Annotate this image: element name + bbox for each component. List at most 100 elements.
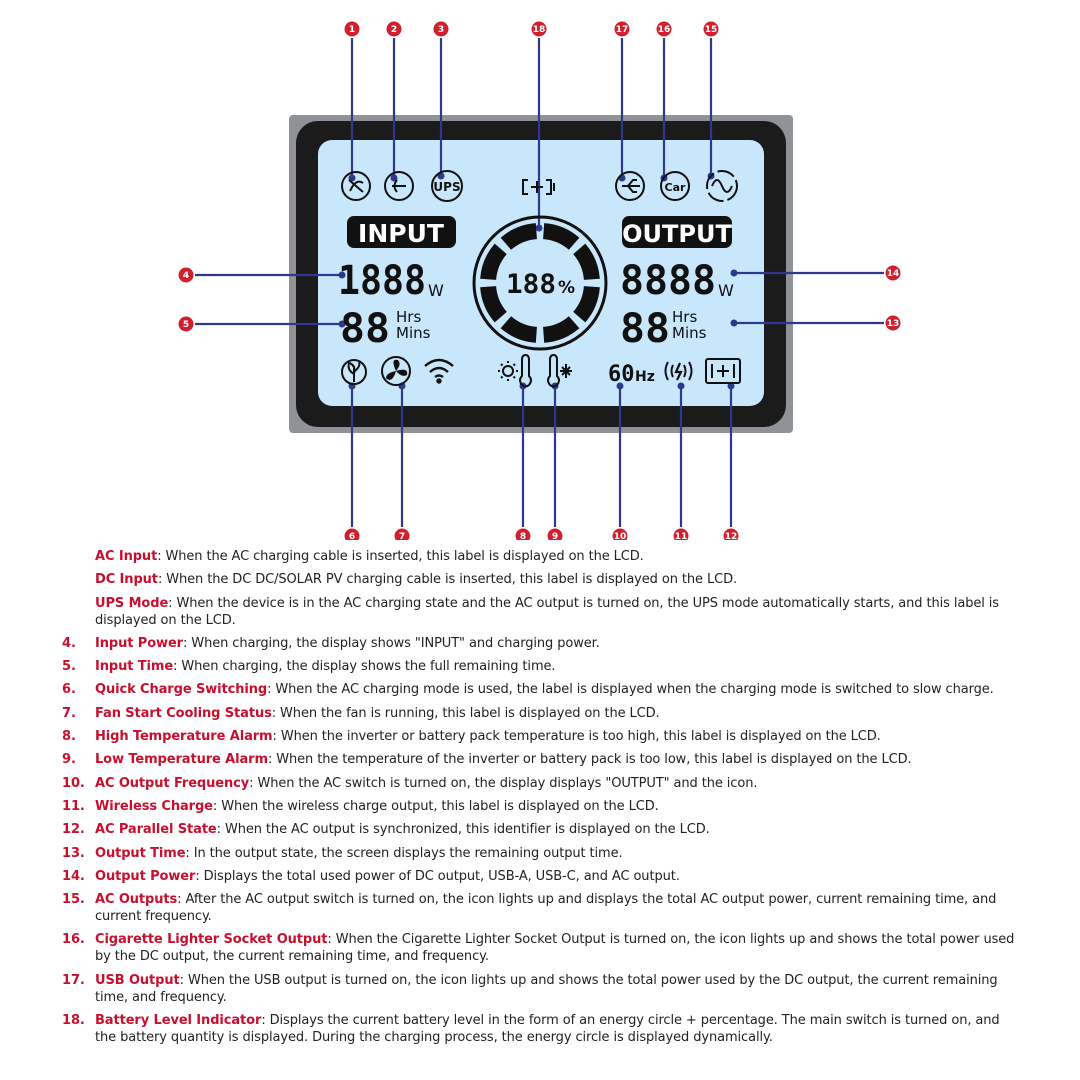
battery-percent-sign: %: [558, 278, 575, 298]
badge-circle: [344, 528, 360, 540]
fan-icon: [381, 356, 411, 386]
callout-badge-11: 11: [673, 528, 689, 540]
output-hrs-label: Hrs: [672, 308, 697, 326]
output-label-box: [622, 216, 732, 248]
legend-description: : When the AC output is synchronized, th…: [216, 822, 710, 838]
battery-ring-segment: [543, 223, 580, 250]
battery-icon: [522, 179, 555, 195]
legend-description: : When the fan is running, this label is…: [271, 705, 660, 721]
legend-item: 14.Output Power: Displays the total used…: [62, 868, 1022, 885]
badge-circle: [515, 528, 531, 540]
legend-term: Output Time: [95, 845, 186, 861]
callout-badge-3: 3: [433, 21, 449, 37]
callout-badge-7: 7: [394, 528, 410, 540]
callout-badge-5: 5: [178, 316, 194, 332]
legend-item: 8.High Temperature Alarm: When the inver…: [62, 728, 1022, 745]
badge-number: 17: [616, 25, 629, 35]
legend-number: 4.: [62, 635, 76, 651]
legend-item: 17. USB Output: When the USB output is tu…: [62, 972, 1022, 1006]
frequency-unit: Hz: [635, 369, 655, 385]
legend-term: Low Temperature Alarm: [95, 752, 268, 768]
wifi-icon: [424, 358, 454, 384]
lcd-diagram: UPS Car INPUT OUTPUT 1888 W 8888 W 88 Hr…: [178, 21, 901, 540]
output-time-value: 88: [620, 306, 670, 352]
legend-term: AC Output Frequency: [95, 775, 250, 791]
leader-dot-13: [730, 319, 738, 327]
badge-circle: [547, 528, 563, 540]
battery-ring-segment: [500, 316, 537, 343]
callout-badge-17: 17: [614, 21, 630, 37]
legend-list: AC Input: When the AC charging cable is …: [62, 548, 1022, 1052]
legend-description: : After the AC output switch is turned o…: [95, 892, 997, 925]
legend-description: : Displays the current battery level in …: [95, 1013, 1000, 1046]
legend-number: 7.: [62, 705, 76, 721]
badge-circle: [614, 21, 630, 37]
input-time-value: 88: [340, 306, 390, 352]
badge-number: 10: [614, 532, 627, 540]
legend-number: 6.: [62, 682, 76, 698]
callout-badge-10: 10: [612, 528, 628, 540]
legend-description: : In the output state, the screen displa…: [185, 845, 623, 861]
leader-dot-1: [348, 174, 356, 182]
badge-number: 16: [658, 25, 671, 35]
legend-term: UPS Mode: [95, 595, 169, 611]
callout-badge-9: 9: [547, 528, 563, 540]
car-label: Car: [665, 181, 686, 194]
legend-term: AC Outputs: [95, 892, 178, 908]
badge-circle: [612, 528, 628, 540]
legend-description: : When the AC charging mode is used, the…: [267, 682, 994, 698]
legend-number: 5.: [62, 659, 76, 675]
badge-circle: [885, 265, 901, 281]
battery-ring-segment: [573, 243, 600, 280]
leader-dot-4: [338, 271, 346, 279]
ups-label: UPS: [433, 180, 460, 194]
callout-badge-1: 1: [344, 21, 360, 37]
low-temp-icon: [547, 353, 572, 388]
ups-icon: UPS: [431, 170, 463, 202]
badge-number: 1: [349, 25, 355, 35]
legend-number: 8.: [62, 729, 76, 745]
legend-term: Battery Level Indicator: [95, 1013, 262, 1029]
legend-term: Input Time: [95, 659, 174, 675]
legend-term: Output Power: [95, 868, 196, 884]
legend-number: 17.: [62, 972, 85, 988]
badge-number: 18: [533, 25, 546, 35]
legend-item: DC Input: When the DC DC/SOLAR PV chargi…: [62, 571, 1022, 588]
badge-circle: [703, 21, 719, 37]
callout-badge-13: 13: [885, 315, 901, 331]
legend-item: 12.AC Parallel State: When the AC output…: [62, 821, 1022, 838]
legend-number: 18.: [62, 1013, 85, 1029]
badge-number: 15: [705, 25, 718, 35]
leader-dot-2: [390, 174, 398, 182]
legend-term: USB Output: [95, 972, 180, 988]
legend-description: : When the USB output is turned on, the …: [95, 972, 998, 1005]
legend-term: Fan Start Cooling Status: [95, 705, 272, 721]
legend-item: 5.Input Time: When charging, the display…: [62, 658, 1022, 675]
legend-item: 6.Quick Charge Switching: When the AC ch…: [62, 681, 1022, 698]
badge-circle: [394, 528, 410, 540]
badge-number: 11: [675, 532, 688, 540]
legend-item: 9.Low Temperature Alarm: When the temper…: [62, 751, 1022, 768]
input-mins-label: Mins: [396, 324, 431, 342]
badge-number: 14: [887, 269, 900, 279]
badge-circle: [673, 528, 689, 540]
output-power-unit: W: [718, 281, 734, 300]
badge-circle: [386, 21, 402, 37]
badge-number: 5: [183, 320, 189, 330]
legend-item: 4.Input Power: When charging, the displa…: [62, 635, 1022, 652]
input-label: INPUT: [358, 219, 444, 248]
callout-badge-4: 4: [178, 267, 194, 283]
dc-input-icon: [384, 171, 414, 201]
legend-description: : When the temperature of the inverter o…: [267, 752, 912, 768]
input-hrs-label: Hrs: [396, 308, 421, 326]
battery-ring-segment: [480, 243, 507, 280]
battery-percent-value: 188: [506, 269, 556, 300]
battery-ring-segment: [500, 223, 537, 250]
callout-badge-18: 18: [531, 21, 547, 37]
legend-item: 15.AC Outputs: After the AC output switc…: [62, 891, 1022, 925]
high-temp-icon: [498, 353, 532, 388]
battery-ring-segment: [543, 316, 580, 343]
callout-badge-2: 2: [386, 21, 402, 37]
badge-number: 6: [349, 532, 355, 540]
legend-term: AC Input: [95, 549, 158, 564]
